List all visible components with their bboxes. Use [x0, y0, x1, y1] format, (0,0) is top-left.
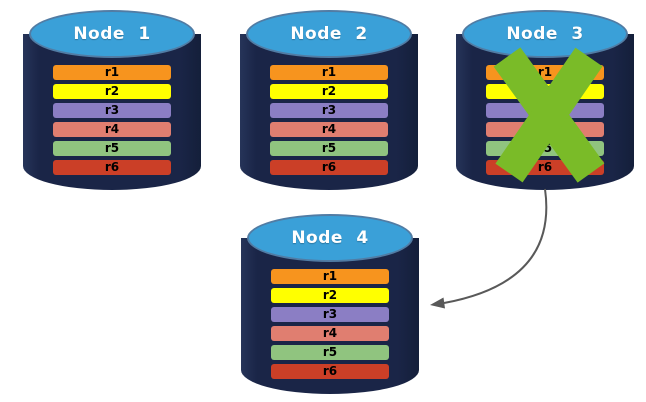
node-1: Node 1 r1 r2 r3 r4 r5 r6 [23, 8, 201, 190]
replica-label: r1 [537, 65, 553, 79]
replica-label: r4 [321, 122, 337, 136]
replica-bar-r4: r4 [53, 122, 171, 137]
replica-label: r5 [537, 141, 553, 155]
replica-bar-r5: r5 [270, 141, 388, 156]
replica-bar-r1: r1 [271, 269, 389, 284]
replica-bar-r3: r3 [486, 103, 604, 118]
replica-label: r6 [537, 160, 553, 174]
replica-label: r2 [537, 84, 553, 98]
replica-bar-r1: r1 [53, 65, 171, 80]
node-1-title: Node 1 [73, 24, 151, 44]
replica-label: r4 [537, 122, 553, 136]
replica-label: r4 [322, 326, 338, 340]
replica-label: r5 [322, 345, 338, 359]
node-4-cylinder-top: Node 4 [247, 214, 413, 262]
node-1-replica-stack: r1 r2 r3 r4 r5 r6 [53, 65, 171, 175]
node-3-title: Node 3 [506, 24, 584, 44]
replica-bar-r3: r3 [270, 103, 388, 118]
replica-label: r3 [104, 103, 120, 117]
node-3-cylinder-top: Node 3 [462, 10, 628, 58]
replica-bar-r5: r5 [271, 345, 389, 360]
node-2: Node 2 r1 r2 r3 r4 r5 r6 [240, 8, 418, 190]
replica-bar-r1: r1 [486, 65, 604, 80]
replica-label: r2 [104, 84, 120, 98]
node-1-cylinder-top: Node 1 [29, 10, 195, 58]
failover-arrow [430, 188, 548, 309]
replica-bar-r5: r5 [53, 141, 171, 156]
replica-bar-r4: r4 [271, 326, 389, 341]
replica-bar-r2: r2 [486, 84, 604, 99]
replica-label: r1 [321, 65, 337, 79]
node-2-replica-stack: r1 r2 r3 r4 r5 r6 [270, 65, 388, 175]
replica-bar-r6: r6 [271, 364, 389, 379]
replica-label: r5 [104, 141, 120, 155]
replica-bar-r5: r5 [486, 141, 604, 156]
replica-bar-r3: r3 [53, 103, 171, 118]
replica-bar-r2: r2 [270, 84, 388, 99]
replica-label: r3 [321, 103, 337, 117]
replica-bar-r1: r1 [270, 65, 388, 80]
replica-label: r3 [537, 103, 553, 117]
node-4: Node 4 r1 r2 r3 r4 r5 r6 [241, 212, 419, 394]
node-3: Node 3 r1 r2 r3 r4 r5 r6 [456, 8, 634, 190]
replica-label: r1 [104, 65, 120, 79]
node-3-replica-stack: r1 r2 r3 r4 r5 r6 [486, 65, 604, 175]
replica-label: r6 [104, 160, 120, 174]
replica-bar-r4: r4 [486, 122, 604, 137]
node-2-title: Node 2 [290, 24, 368, 44]
replica-label: r5 [321, 141, 337, 155]
replica-label: r1 [322, 269, 338, 283]
replica-bar-r2: r2 [271, 288, 389, 303]
replica-label: r2 [321, 84, 337, 98]
replica-label: r4 [104, 122, 120, 136]
replica-bar-r6: r6 [486, 160, 604, 175]
replica-label: r6 [321, 160, 337, 174]
replica-bar-r6: r6 [270, 160, 388, 175]
node-4-replica-stack: r1 r2 r3 r4 r5 r6 [271, 269, 389, 379]
arrowhead [430, 297, 445, 309]
replica-bar-r3: r3 [271, 307, 389, 322]
node-4-title: Node 4 [291, 228, 369, 248]
replica-bar-r4: r4 [270, 122, 388, 137]
replica-bar-r6: r6 [53, 160, 171, 175]
replica-label: r2 [322, 288, 338, 302]
replica-label: r6 [322, 364, 338, 378]
replica-label: r3 [322, 307, 338, 321]
replica-bar-r2: r2 [53, 84, 171, 99]
node-2-cylinder-top: Node 2 [246, 10, 412, 58]
